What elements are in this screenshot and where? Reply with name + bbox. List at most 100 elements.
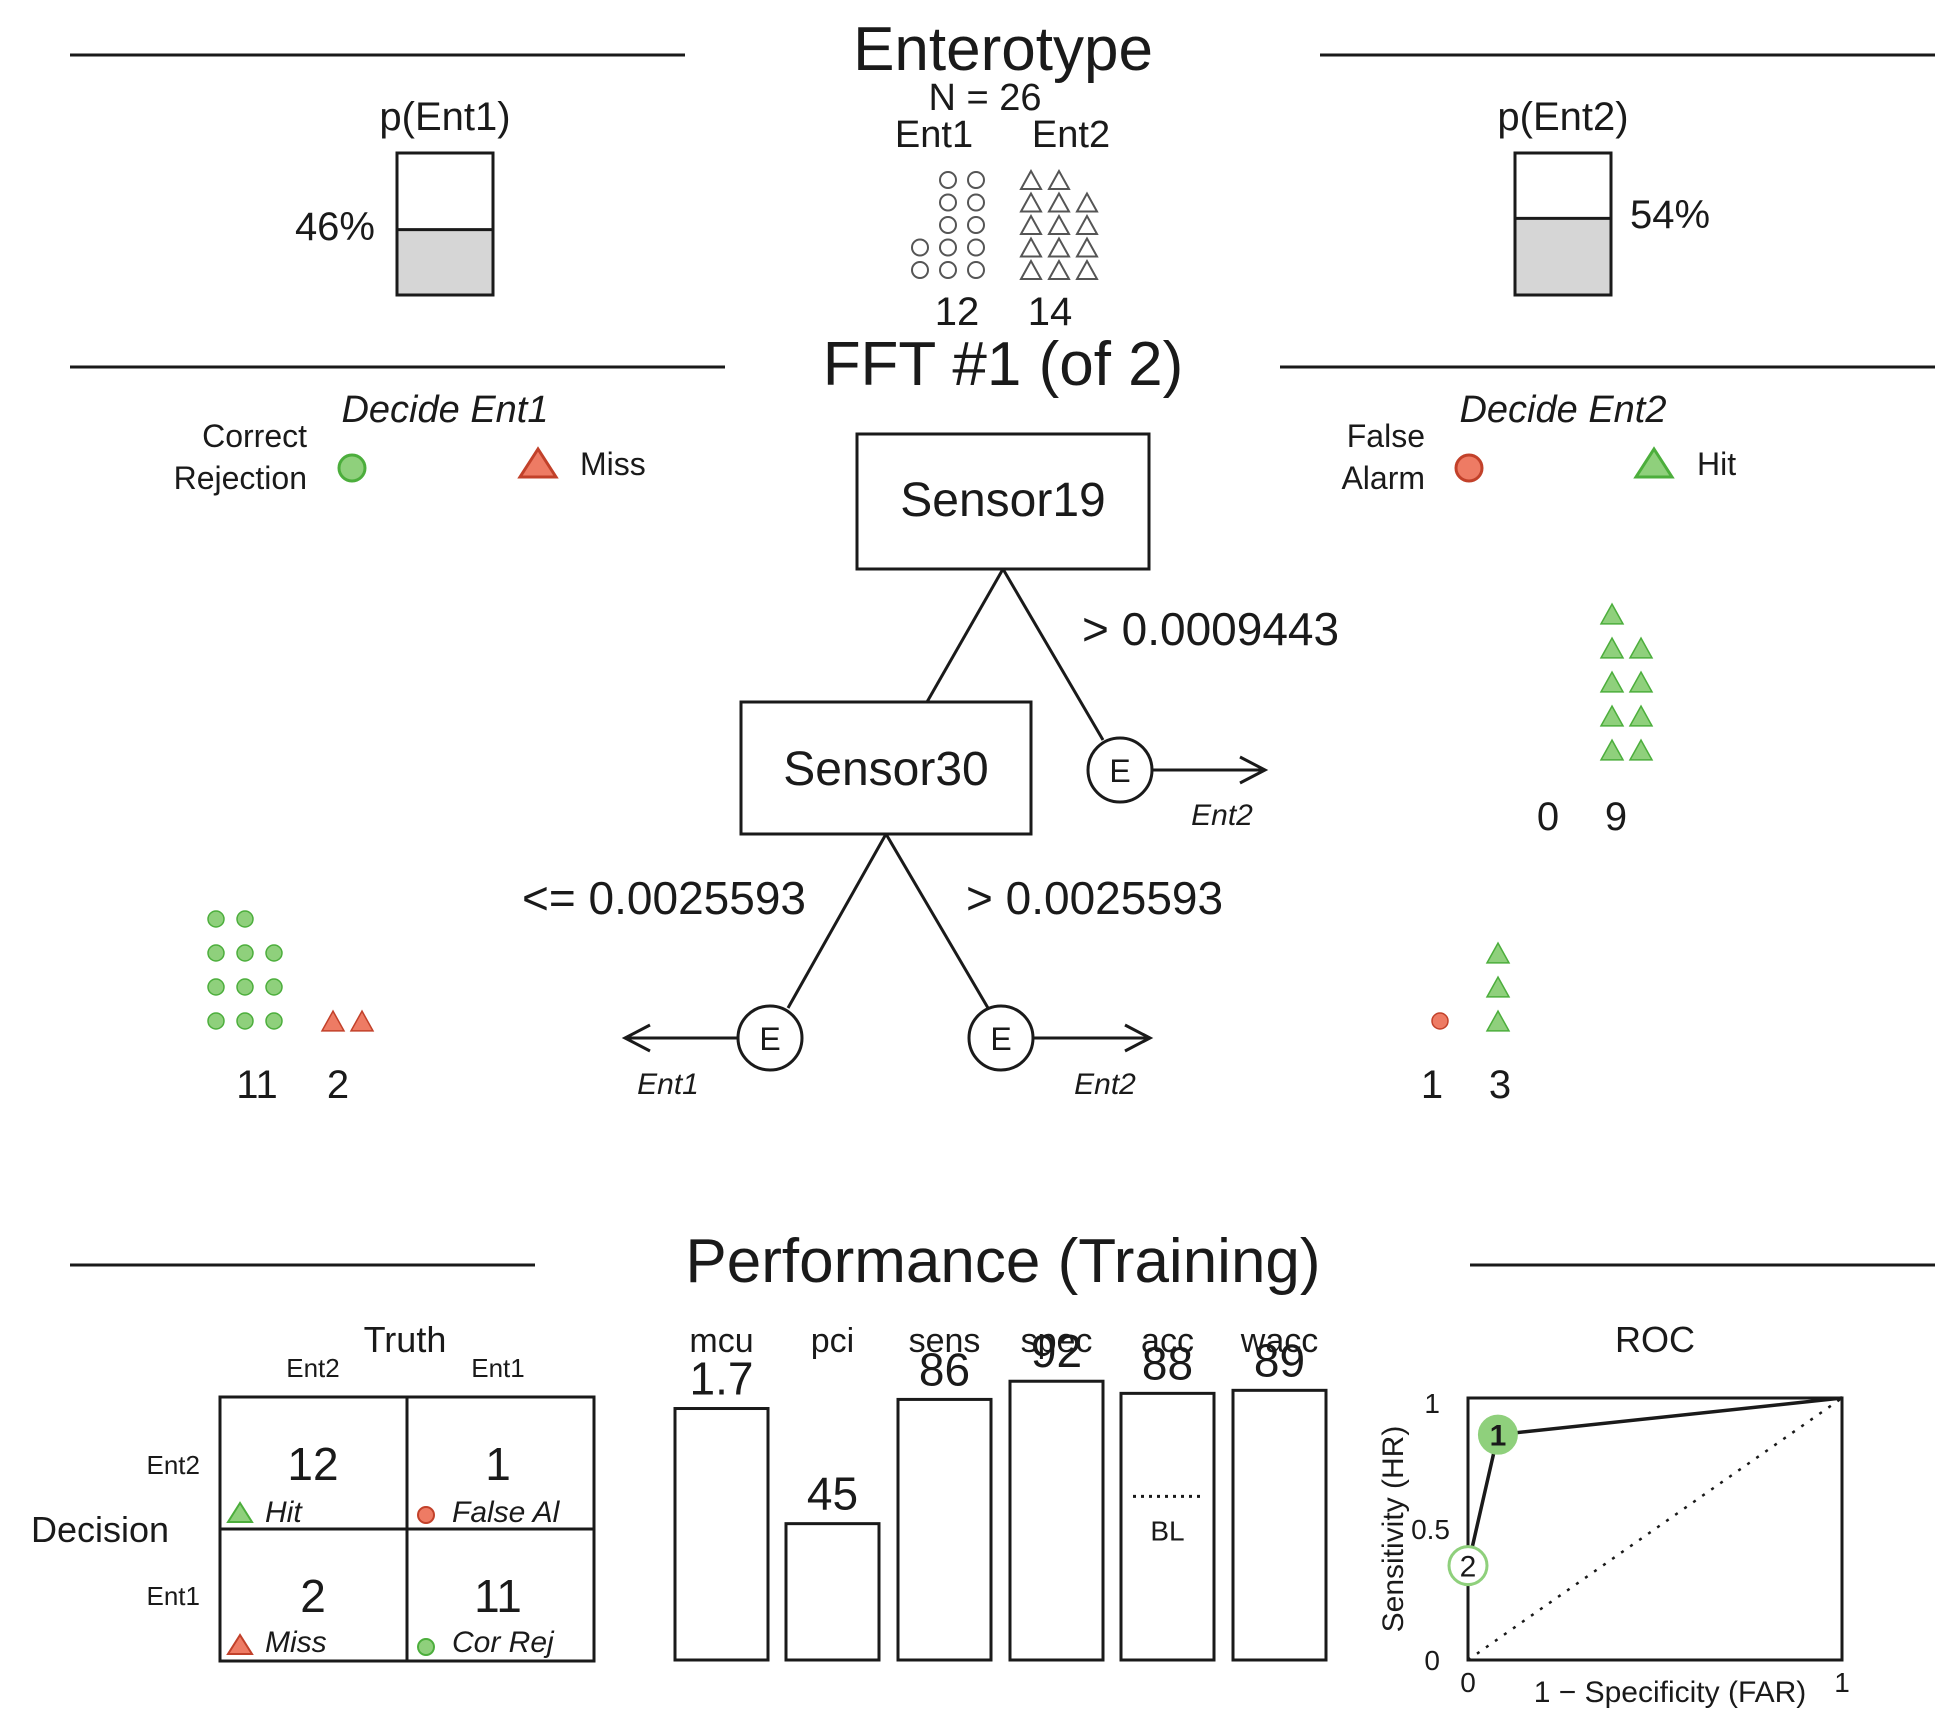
- node-sensor30-label: Sensor30: [783, 743, 988, 796]
- node1-branch-left: [925, 568, 1005, 703]
- cell-cr-label: Cor Rej: [452, 1626, 555, 1659]
- p2-pct: 54%: [1630, 193, 1710, 237]
- legend-false-line2: Alarm: [1341, 460, 1425, 496]
- bar-label-acc: acc: [1141, 1322, 1194, 1360]
- node1-exit-label: Ent2: [1191, 799, 1253, 832]
- legend-correct-line1: Correct: [202, 418, 307, 454]
- decide-ent1-header: Decide Ent1: [341, 389, 548, 431]
- class2-triangle-icon: [1047, 213, 1071, 235]
- class1-count: 12: [935, 290, 980, 334]
- p1-pct: 46%: [295, 205, 375, 249]
- node2-left-noise-count: 11: [236, 1063, 278, 1107]
- node2-left-exit-symbol: E: [759, 1021, 780, 1057]
- node2-branch-right: [884, 833, 990, 1009]
- class2-triangle-icon: [1075, 213, 1099, 235]
- cell-fa-icon: [417, 1506, 435, 1524]
- correct-rejection-icon: [337, 453, 367, 483]
- correct-rejection-circle-icon: [265, 978, 283, 996]
- correct-rejection-circle-icon: [265, 944, 283, 962]
- p1-label: p(Ent1): [379, 95, 510, 139]
- legend-correct-line2: Rejection: [174, 460, 307, 496]
- class2-triangle-icon: [1019, 236, 1043, 258]
- class2-triangle-icon: [1047, 191, 1071, 213]
- roc-line: [1466, 1396, 1843, 1567]
- cell-hit-label: Hit: [265, 1496, 303, 1529]
- p1-fill-bar: [397, 229, 493, 295]
- cell-miss-count: 2: [300, 1570, 326, 1622]
- node2-right-arrowhead: [1124, 1023, 1154, 1053]
- roc-tick-y0: 0: [1424, 1645, 1440, 1676]
- node1-signal-count: 9: [1605, 795, 1627, 839]
- bar-label-wacc: wacc: [1240, 1322, 1318, 1360]
- cell-fa-count: 1: [485, 1438, 511, 1490]
- bar-value-pci: 45: [807, 1468, 858, 1520]
- bar-label-pci: pci: [811, 1322, 854, 1360]
- roc-frame: [1466, 1396, 1844, 1662]
- node2-right-noise-count: 1: [1421, 1063, 1443, 1107]
- node2-branch-left: [786, 833, 888, 1009]
- roc-point-2: [1447, 1545, 1489, 1587]
- bar-sens: [896, 1397, 993, 1662]
- decision-label: Decision: [31, 1509, 169, 1550]
- class2-triangle-icon: [1047, 168, 1071, 190]
- node2-right-exit-icon-array: [1431, 941, 1511, 1032]
- roc-point-label-2: 2: [1460, 1551, 1477, 1584]
- miss-triangle-icon: [349, 1009, 375, 1032]
- hit-triangle-icon: [1628, 738, 1654, 761]
- class2-triangle-icon: [1019, 191, 1043, 213]
- correct-rejection-circle-icon: [236, 1012, 254, 1030]
- roc-point-1: [1477, 1414, 1518, 1455]
- class1-circle-icon: [911, 261, 929, 279]
- class2-count: 14: [1028, 290, 1073, 334]
- truth-label: Truth: [364, 1319, 447, 1360]
- bar-wacc: [1231, 1388, 1328, 1662]
- p2-box: [1513, 151, 1613, 297]
- node1-threshold: > 0.0009443: [1082, 603, 1339, 655]
- class2-triangle-icon: [1047, 236, 1071, 258]
- legend-miss: Miss: [580, 446, 646, 482]
- cell-hit-count: 12: [287, 1438, 338, 1490]
- node2-right-exit-label: Ent2: [1074, 1068, 1136, 1101]
- cell-hit-icon: [226, 1501, 254, 1523]
- correct-rejection-circle-icon: [207, 978, 225, 996]
- perf-title: Performance (Training): [685, 1227, 1320, 1296]
- class1-label: Ent1: [895, 114, 973, 156]
- class2-triangle-icon: [1019, 213, 1043, 235]
- class2-triangle-icon: [1019, 258, 1043, 280]
- node2-left-threshold: <= 0.0025593: [522, 872, 806, 924]
- class2-label: Ent2: [1032, 114, 1110, 156]
- truth-col-ent1: Ent1: [471, 1353, 525, 1383]
- class1-icon-array: [911, 171, 985, 279]
- cell-cr-icon: [417, 1638, 435, 1656]
- hit-triangle-icon: [1599, 636, 1625, 659]
- class1-circle-icon: [967, 193, 985, 212]
- node1-branch-right: [1001, 568, 1105, 741]
- correct-rejection-circle-icon: [265, 1012, 283, 1030]
- bar-value-wacc: 89: [1254, 1334, 1305, 1386]
- miss-triangle-icon: [320, 1009, 346, 1032]
- legend-hit: Hit: [1697, 446, 1736, 482]
- node2-left-arrowhead: [621, 1023, 651, 1053]
- bar-acc: [1119, 1391, 1216, 1662]
- bar-value-acc: 88: [1142, 1337, 1193, 1389]
- roc-tick-x0: 0: [1460, 1667, 1476, 1698]
- class2-triangle-icon: [1019, 168, 1043, 190]
- bar-mcu: [673, 1407, 770, 1662]
- hit-triangle-icon: [1628, 704, 1654, 727]
- hit-triangle-icon: [1599, 670, 1625, 693]
- decision-row-ent1: Ent1: [147, 1581, 201, 1611]
- hit-triangle-icon: [1485, 975, 1511, 998]
- bar-label-spec: spec: [1021, 1322, 1093, 1360]
- truth-col-ent2: Ent2: [286, 1353, 340, 1383]
- class2-triangle-icon: [1075, 236, 1099, 258]
- class1-circle-icon: [939, 216, 957, 234]
- bar-pci: [784, 1522, 881, 1662]
- node1-exit-icon-array: [1599, 602, 1654, 761]
- roc-tick-y05: 0.5: [1411, 1514, 1450, 1545]
- bar-label-mcu: mcu: [689, 1322, 753, 1360]
- decision-row-ent2: Ent2: [147, 1450, 201, 1480]
- node2-left-exit-icon-array: [207, 910, 375, 1032]
- bar-spec: [1008, 1379, 1105, 1662]
